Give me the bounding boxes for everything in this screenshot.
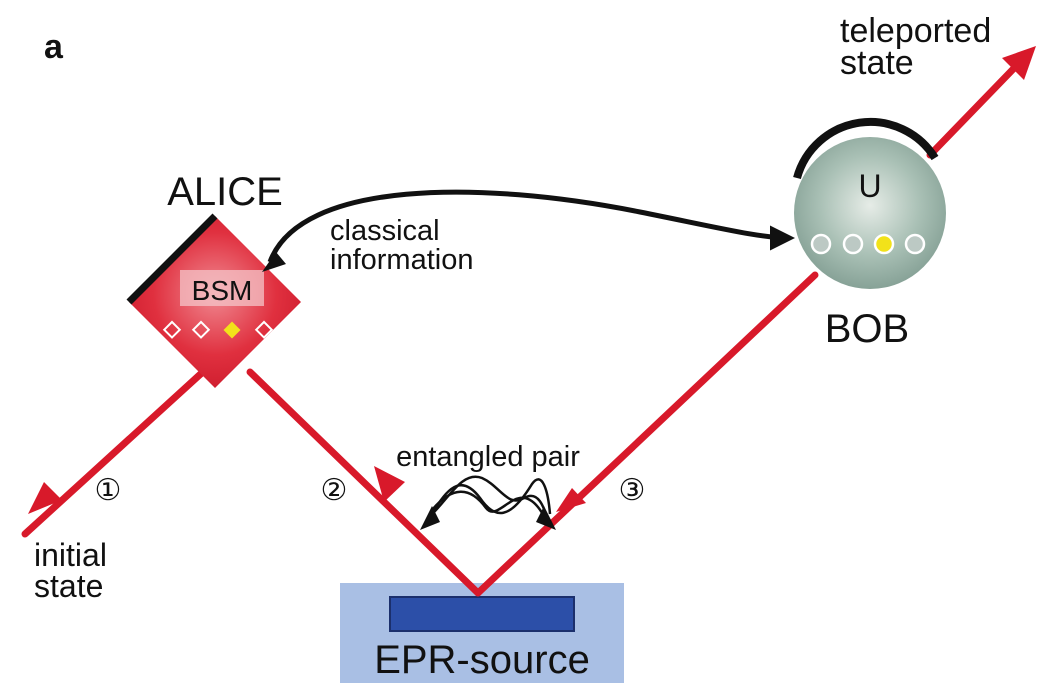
alice-bsm-label: BSM [192,275,253,306]
entangled-right-arrowhead [536,506,556,530]
alice-indicator-2 [191,320,211,339]
entangled-left-arrowhead [420,506,440,530]
teleported-state-line1: teleported [840,12,991,50]
bob-sphere [794,137,946,289]
alice-label: ALICE [167,170,283,214]
beam-1-initial [21,366,209,538]
beam-number-1: ① [95,474,122,507]
alice-indicator-1 [162,320,182,339]
bob-operation-label: U [858,168,881,204]
epr-source-label: EPR-source [374,638,590,682]
bob-sphere-top-edge [793,117,939,180]
bob-indicator-active [873,233,895,255]
teleported-arrowhead [1002,46,1036,80]
teleported-state-line2: state [840,44,914,82]
classical-channel-tail [262,252,286,272]
panel-label: a [44,28,64,66]
alice-indicator-active [223,321,241,339]
alice-bsm-top-edge [126,213,218,305]
beam-1-arrowhead [28,482,62,514]
entangled-pair-label: entangled pair [396,441,580,473]
classical-channel-arrow [267,189,795,263]
entangled-wave-2 [429,475,550,523]
beam-3-to-bob [474,271,819,597]
classical-info-line2: information [330,244,473,276]
beam-number-2: ② [321,474,348,507]
beam-teleported [926,58,1024,159]
epr-source-crystal [389,596,575,632]
alice-bsm-label-bg [180,270,264,306]
classical-info-line1: classical [330,215,440,247]
beam-number-3: ③ [619,474,646,507]
bob-indicator-2 [842,233,864,255]
bob-indicator-1 [810,233,832,255]
initial-state-line2: state [34,568,103,604]
beam-2-arrowhead [374,466,405,502]
entangled-wave-3 [431,490,548,521]
beam-3-arrowhead [556,488,586,512]
bob-indicator-4 [904,233,926,255]
beam-2-to-alice [246,368,482,597]
bob-label: BOB [825,307,909,351]
initial-state-line1: initial [34,537,107,573]
alice-indicator-4 [254,320,274,339]
